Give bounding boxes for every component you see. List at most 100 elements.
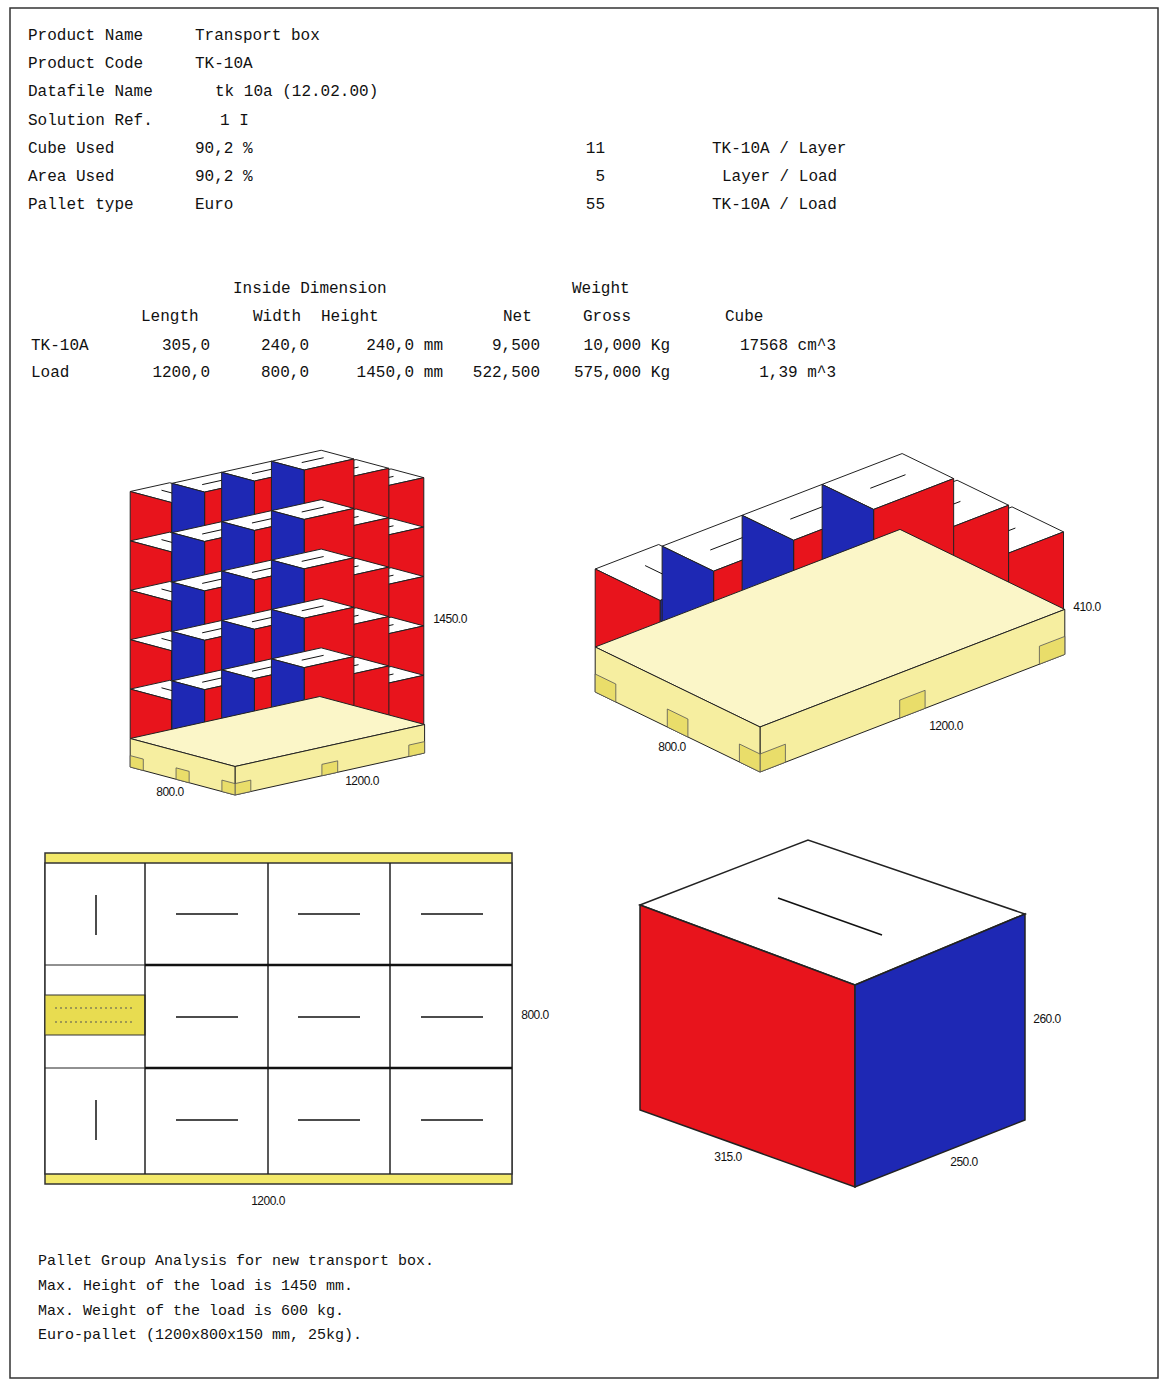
field-value: Euro xyxy=(195,197,233,215)
pallet-foot xyxy=(595,674,616,702)
count-value: 11 xyxy=(586,141,605,159)
row-header: Load xyxy=(31,365,69,383)
top-view xyxy=(45,853,512,1184)
tape-line xyxy=(252,469,274,474)
dimension-label: 800.0 xyxy=(658,741,686,754)
field-value: 90,2 % xyxy=(195,169,253,187)
transport-box xyxy=(130,697,424,796)
transport-box xyxy=(271,598,354,667)
column-header: Gross xyxy=(583,309,631,327)
count-unit: TK-10A / Layer xyxy=(712,141,846,159)
table-header: Inside Dimension xyxy=(233,281,387,299)
note-line: Max. Height of the load is 1450 mm. xyxy=(38,1279,353,1296)
tape-line xyxy=(252,518,274,523)
note-line: Pallet Group Analysis for new transport … xyxy=(38,1254,434,1271)
pallet-foot xyxy=(176,768,189,783)
column-header: Net xyxy=(503,309,532,327)
pallet-foot xyxy=(235,780,251,795)
table-cell: 305,0 xyxy=(162,338,210,356)
field-value: Transport box xyxy=(195,28,320,46)
pallet-layer-view xyxy=(595,454,1065,772)
row-header: TK-10A xyxy=(31,338,89,356)
dimension-label: 410.0 xyxy=(1073,601,1101,614)
note-line: Max. Weight of the load is 600 kg. xyxy=(38,1304,344,1321)
pallet-foot xyxy=(409,742,425,757)
field-name: Product Name xyxy=(28,28,143,46)
field-name: Pallet type xyxy=(28,197,134,215)
tape-line xyxy=(252,617,274,622)
table-cell: 522,500 xyxy=(473,365,540,383)
transport-box xyxy=(271,549,354,618)
tape-line xyxy=(302,606,324,611)
pallet-foot xyxy=(760,744,785,772)
pallet-foot xyxy=(900,690,925,718)
dimension-label: 250.0 xyxy=(950,1156,978,1169)
dimension-label: 260.0 xyxy=(1033,1013,1061,1026)
field-name: Datafile Name xyxy=(28,84,153,102)
dimension-label: 315.0 xyxy=(714,1151,742,1164)
field-value: 1 I xyxy=(220,113,249,131)
count-value: 55 xyxy=(586,197,605,215)
dimension-label: 800.0 xyxy=(521,1009,549,1022)
field-name: Product Code xyxy=(28,56,143,74)
transport-box xyxy=(595,529,1065,772)
table-cell: 1,39 m^3 xyxy=(759,365,836,383)
tape-line xyxy=(302,557,324,562)
field-value: 90,2 % xyxy=(195,141,253,159)
table-cell: 17568 cm^3 xyxy=(740,338,836,356)
column-header: Width xyxy=(253,309,301,327)
table-cell: 1200,0 xyxy=(152,365,210,383)
tape-line xyxy=(302,458,324,463)
table-cell: 240,0 mm xyxy=(366,338,443,356)
box-face xyxy=(760,609,1065,772)
tape-line xyxy=(202,529,224,534)
table-cell: 10,000 Kg xyxy=(584,338,670,356)
page-frame xyxy=(10,8,1158,1378)
field-name: Solution Ref. xyxy=(28,113,153,131)
count-value: 5 xyxy=(595,169,605,187)
field-name: Area Used xyxy=(28,169,114,187)
transport-box xyxy=(271,500,354,569)
count-unit: TK-10A / Load xyxy=(712,197,837,215)
tape-line xyxy=(790,506,825,520)
dimension-label: 800.0 xyxy=(156,786,184,799)
tape-line xyxy=(252,666,274,671)
pallet-foot xyxy=(322,761,338,776)
field-name: Cube Used xyxy=(28,141,114,159)
tape-line xyxy=(302,655,324,660)
pallet-load-view xyxy=(130,450,424,795)
box-face xyxy=(595,647,760,772)
table-cell: 240,0 xyxy=(261,338,309,356)
single-box-view xyxy=(640,840,1025,1187)
pallet-foot xyxy=(222,780,235,795)
dimension-label: 1200.0 xyxy=(345,775,379,788)
tape-line xyxy=(202,628,224,633)
table-cell: 9,500 xyxy=(492,338,540,356)
box-face xyxy=(235,725,425,796)
dimension-label: 1200.0 xyxy=(929,720,963,733)
tape-line xyxy=(202,480,224,485)
dimension-label: 1200.0 xyxy=(251,1195,285,1208)
pallet-foot xyxy=(739,744,760,772)
count-unit: Layer / Load xyxy=(722,169,837,187)
table-cell: 575,000 Kg xyxy=(574,365,670,383)
table-cell: 1450,0 mm xyxy=(357,365,443,383)
tape-line xyxy=(710,536,745,550)
transport-box xyxy=(271,450,354,519)
tape-line xyxy=(202,677,224,682)
tape-line xyxy=(202,579,224,584)
table-cell: 800,0 xyxy=(261,365,309,383)
field-value: tk 10a (12.02.00) xyxy=(215,84,378,102)
table-header: Weight xyxy=(572,281,630,299)
pallet-foot xyxy=(1039,636,1064,664)
pallet-foot xyxy=(667,709,688,737)
field-value: TK-10A xyxy=(195,56,253,74)
note-line: Euro-pallet (1200x800x150 mm, 25kg). xyxy=(38,1328,362,1345)
tape-line xyxy=(302,507,324,512)
dimension-label: 1450.0 xyxy=(433,613,467,626)
pallet-foot xyxy=(130,756,143,771)
tape-line xyxy=(252,568,274,573)
column-header: Cube xyxy=(725,309,763,327)
